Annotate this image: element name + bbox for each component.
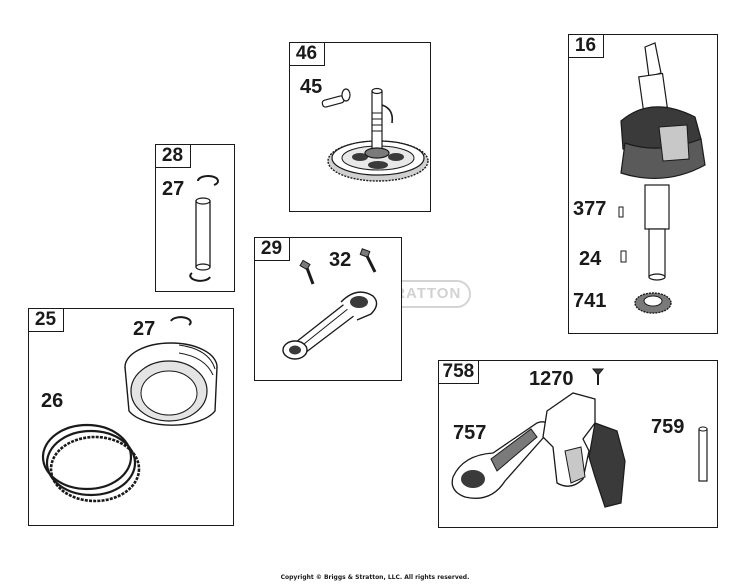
group-28-box[interactable]: 28 27 (154, 143, 235, 292)
group-28-tag: 28 (154, 143, 191, 168)
screw-1270-part (591, 368, 605, 385)
callout-757: 757 (453, 422, 487, 444)
callout-32: 32 (329, 249, 352, 271)
copyright-notice: Copyright © Briggs & Stratton, LLC. All … (280, 574, 470, 581)
connecting-rod-illustration (282, 248, 378, 360)
cam-gear-illustration (321, 87, 429, 182)
crankshaft-illustration (618, 42, 706, 314)
callout-24: 24 (579, 248, 602, 270)
gear-741-part (634, 292, 672, 314)
group-16-box[interactable]: 16 377 24 741 (567, 33, 718, 334)
group-46-box[interactable]: 46 45 (288, 41, 431, 212)
piston-assembly-illustration (41, 316, 218, 503)
callout-27-pin: 27 (162, 178, 185, 200)
group-46-tag: 46 (288, 41, 325, 66)
group-758-box[interactable]: 758 1270 757 759 (437, 359, 718, 528)
group-25-tag: 25 (27, 307, 64, 332)
balancer-illustration (451, 368, 708, 508)
callout-27-piston: 27 (133, 318, 156, 340)
piston-rings-part (41, 423, 141, 503)
callout-26: 26 (41, 390, 64, 412)
rod-bolt-right (359, 248, 377, 273)
rod-bolt-left (299, 259, 315, 285)
group-16-tag: 16 (567, 33, 604, 58)
group-29-tag: 29 (253, 236, 290, 261)
group-29-box[interactable]: 29 32 (253, 236, 402, 381)
callout-1270: 1270 (529, 368, 574, 390)
balancer-weight-part (542, 392, 626, 508)
callout-377: 377 (573, 198, 607, 220)
group-25-box[interactable]: 25 27 26 (27, 307, 234, 526)
group-758-tag: 758 (437, 359, 480, 384)
callout-45: 45 (300, 76, 323, 98)
callout-741: 741 (573, 290, 607, 312)
key-377-part (618, 206, 624, 218)
piston-pin-illustration (189, 175, 219, 282)
piston-part (124, 342, 218, 426)
key-24-part (620, 250, 627, 263)
callout-759: 759 (651, 416, 685, 438)
pin-45-part (321, 88, 351, 108)
pin-759-part (698, 426, 708, 482)
